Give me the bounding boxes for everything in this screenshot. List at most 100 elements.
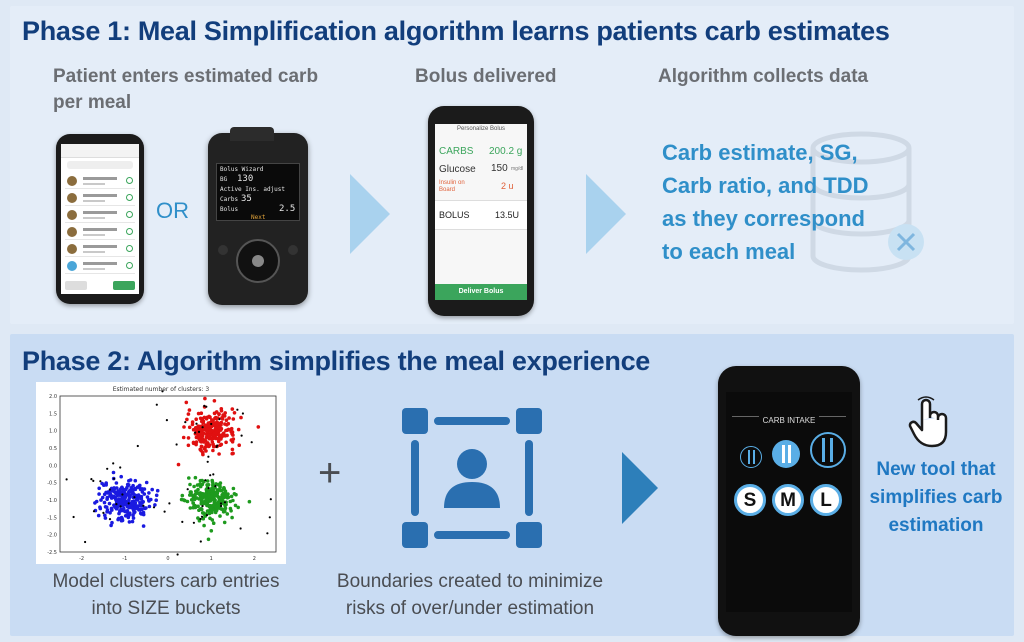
phase2-panel: Phase 2: Algorithm simplifies the meal e…	[10, 334, 1014, 636]
size-small-button[interactable]: S	[734, 484, 766, 516]
scatter-point-0	[190, 420, 195, 424]
scatter-point-2	[107, 501, 112, 506]
noise-point	[205, 405, 208, 408]
scatter-point-2	[142, 492, 147, 496]
scatter-point-0	[224, 440, 228, 445]
scatter-point-0	[219, 409, 224, 413]
meal-small-icon[interactable]	[740, 446, 762, 468]
scatter-point-0	[201, 421, 205, 425]
scatter-point-1	[213, 501, 217, 505]
scatter-point-0	[220, 416, 224, 420]
scatter-point-1	[193, 475, 198, 480]
or-label: OR	[156, 198, 189, 223]
scatter-point-0	[224, 418, 229, 422]
scatter-point-2	[99, 498, 103, 502]
scatter-point-0	[196, 411, 201, 416]
scatter-point-2	[119, 518, 124, 523]
scatter-point-2	[127, 520, 132, 524]
scatter-point-1	[236, 505, 240, 510]
scatter-point-2	[133, 501, 138, 505]
scatter-point-2	[115, 498, 119, 503]
noise-point	[176, 553, 179, 556]
scatter-point-0	[205, 415, 210, 420]
scatter-point-2	[120, 508, 124, 513]
noise-point	[201, 505, 204, 508]
scatter-point-0	[191, 440, 196, 445]
scatter-point-2	[145, 495, 150, 499]
scatter-point-1	[206, 537, 211, 542]
noise-point	[115, 503, 118, 506]
boundary-person-icon	[402, 408, 542, 548]
scatter-point-2	[122, 501, 126, 505]
carb-intake-phone: CARB INTAKE S M L	[718, 366, 860, 636]
scatter-point-2	[97, 492, 101, 496]
noise-point	[92, 479, 95, 482]
scatter-point-2	[155, 488, 160, 493]
noise-point	[136, 444, 139, 448]
scatter-point-2	[150, 487, 154, 492]
scatter-point-0	[208, 433, 213, 437]
scatter-point-0	[231, 451, 235, 456]
scatter-point-1	[204, 501, 208, 506]
noise-point	[210, 422, 213, 426]
scatter-point-2	[139, 494, 144, 499]
scatter-point-2	[108, 511, 112, 515]
scatter-point-1	[209, 529, 214, 533]
y-tick-label: 0.5	[49, 446, 57, 452]
x-tick-label: -2	[79, 556, 84, 562]
scatter-point-2	[147, 504, 152, 509]
noise-point	[112, 477, 116, 480]
scatter-point-2	[138, 483, 142, 488]
scatter-point-2	[127, 505, 131, 510]
scatter-point-1	[216, 494, 220, 499]
scatter-point-2	[139, 501, 143, 505]
noise-point	[212, 473, 215, 476]
scatter-point-0	[199, 411, 204, 415]
scatter-point-1	[201, 511, 206, 515]
scatter-point-0	[239, 415, 243, 420]
scatter-point-2	[141, 512, 146, 517]
scatter-point-2	[122, 490, 127, 495]
scatter-point-2	[142, 487, 147, 491]
scatter-point-1	[213, 498, 217, 502]
noise-point	[119, 505, 122, 508]
clusters-caption: Model clusters carb entries into SIZE bu…	[52, 571, 280, 619]
scatter-point-0	[212, 399, 217, 403]
scatter-point-2	[136, 493, 141, 497]
scatter-point-1	[205, 479, 210, 483]
noise-point	[165, 419, 168, 422]
size-medium-button[interactable]: M	[772, 484, 804, 516]
deliver-bolus-button[interactable]: Deliver Bolus	[435, 284, 527, 300]
scatter-point-1	[195, 483, 200, 487]
scatter-point-0	[218, 428, 223, 432]
scatter-point-0	[197, 438, 202, 442]
scatter-point-0	[219, 435, 224, 439]
noise-point	[106, 467, 109, 470]
scatter-point-2	[134, 504, 138, 508]
scatter-point-1	[188, 482, 192, 487]
scatter-point-1	[188, 506, 193, 510]
scatter-point-1	[216, 504, 220, 509]
scatter-point-2	[112, 486, 116, 490]
scatter-point-1	[201, 516, 206, 521]
meal-medium-icon[interactable]	[772, 440, 800, 468]
scatter-point-0	[176, 462, 181, 467]
scatter-point-2	[138, 487, 143, 492]
scatter-point-1	[193, 492, 198, 497]
noise-point	[266, 532, 269, 535]
scatter-point-0	[236, 427, 241, 432]
scatter-point-1	[206, 509, 211, 513]
size-large-button[interactable]: L	[810, 484, 842, 516]
scatter-point-1	[206, 483, 211, 487]
arrow-right-icon	[622, 452, 658, 524]
noise-point	[200, 515, 204, 518]
scatter-point-0	[206, 444, 211, 449]
noise-point	[108, 518, 112, 521]
noise-point	[250, 441, 253, 444]
scatter-point-1	[205, 497, 209, 502]
scatter-point-2	[154, 493, 159, 498]
scatter-point-2	[153, 503, 157, 507]
meal-large-icon[interactable]	[810, 432, 846, 468]
noise-point	[119, 466, 122, 469]
scatter-point-1	[222, 520, 227, 525]
